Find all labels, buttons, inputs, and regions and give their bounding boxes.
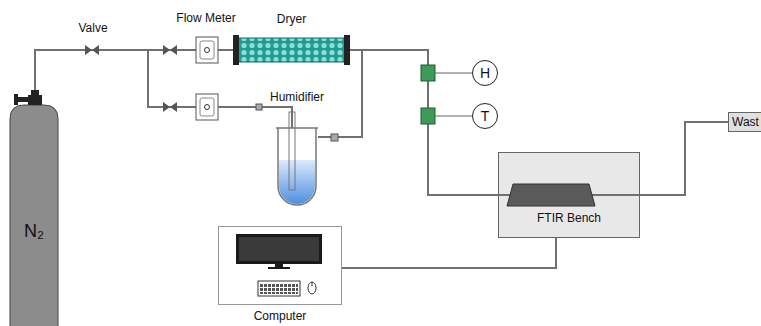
dryer-node: Dryer xyxy=(233,36,350,64)
valve-label: Valve xyxy=(78,21,107,35)
monitor-stand xyxy=(275,264,283,267)
tube-connector xyxy=(256,104,262,110)
ftir-bench xyxy=(498,152,640,238)
gas-line xyxy=(498,194,511,196)
sensor-fitting xyxy=(421,108,435,124)
temperature-sensor: T xyxy=(472,103,498,129)
node-text: H xyxy=(480,65,490,81)
humidifier-node: Humidifier xyxy=(276,128,318,200)
dip-tube xyxy=(289,112,295,190)
flow-meter-body xyxy=(196,37,218,63)
gas-line xyxy=(350,50,498,195)
sensor-fitting xyxy=(421,65,435,81)
node-text: T xyxy=(481,108,490,124)
flow-meter-window xyxy=(200,41,214,59)
node-text: Wast xyxy=(732,115,759,129)
cylinder-outlet xyxy=(31,90,39,96)
cylinder-handle xyxy=(17,97,29,102)
cylinder-valve xyxy=(28,95,42,105)
keyboard-keys xyxy=(260,283,298,294)
gas-line xyxy=(640,122,728,195)
monitor-screen xyxy=(239,237,319,261)
keyboard xyxy=(258,281,300,296)
tube-connector xyxy=(331,134,338,141)
gas-cell xyxy=(507,184,595,206)
valve-symbol xyxy=(85,45,99,55)
flow-meter xyxy=(196,94,218,120)
computer-icon xyxy=(236,234,322,296)
gas-cylinder-node: N₂ xyxy=(10,105,58,326)
sensor-wire xyxy=(435,73,472,74)
dryer-end-cap xyxy=(233,35,239,65)
node-text: Humidifier xyxy=(270,90,324,104)
humidifier-vessel xyxy=(256,104,338,205)
flow-meter xyxy=(196,37,218,63)
gas-line xyxy=(591,194,640,196)
node-text: Computer xyxy=(254,309,307,323)
waste-box: Wast xyxy=(728,112,761,132)
gas-line xyxy=(342,238,556,268)
gas-line xyxy=(318,50,498,195)
flow-meter-label: Flow Meter xyxy=(176,11,235,25)
sensor-wire xyxy=(435,116,472,117)
vessel-rim xyxy=(276,127,318,129)
node-text: Dryer xyxy=(277,12,306,26)
mouse xyxy=(308,282,316,294)
water xyxy=(279,160,315,204)
bench-ground xyxy=(498,152,640,238)
valve-symbol xyxy=(163,45,177,55)
dryer-packing xyxy=(238,38,345,62)
monitor-frame xyxy=(236,234,322,264)
flow-meter-float xyxy=(205,105,210,110)
humidity-sensor: H xyxy=(472,60,498,86)
mouse-button xyxy=(312,282,313,286)
cylinder-knob xyxy=(14,94,18,105)
node-text: FTIR Bench xyxy=(537,211,601,225)
valve-symbol xyxy=(163,102,177,112)
node-text: N₂ xyxy=(24,221,44,241)
flow-meter-float xyxy=(205,48,210,53)
flow-meter-window xyxy=(200,98,214,116)
cylinder-body xyxy=(10,105,58,326)
ftir-bench-box: FTIR Bench xyxy=(498,152,640,238)
glass-outline xyxy=(278,128,316,205)
monitor-base xyxy=(268,267,290,269)
flow-meter-body xyxy=(196,94,218,120)
computer-box: Computer xyxy=(218,226,342,305)
gas-cylinder xyxy=(10,90,58,326)
dryer-end-cap xyxy=(344,35,350,65)
dryer-column xyxy=(233,35,350,65)
